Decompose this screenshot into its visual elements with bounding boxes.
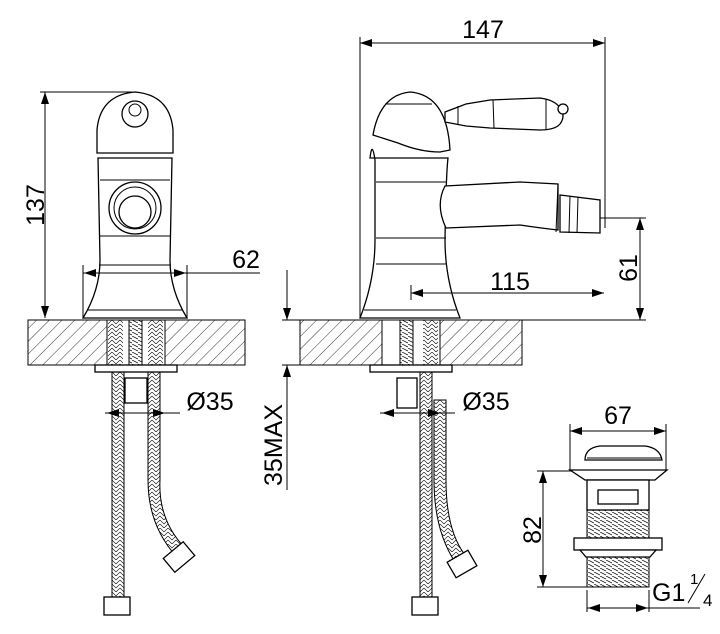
dimension-label-35max: 35MAX (260, 404, 288, 486)
dimension-label-67: 67 (604, 402, 632, 430)
dimension-label-82: 82 (519, 516, 547, 544)
faucet-front-view (81, 91, 189, 319)
countertop-left (27, 319, 246, 373)
dimension-label-147: 147 (462, 16, 504, 44)
thread-fraction-numerator: 1 (690, 571, 698, 588)
dimension-label-diameter-right: Ø35 (462, 388, 509, 416)
faucet-side-view (359, 91, 601, 319)
dimension-115: 115 (410, 268, 604, 300)
dimension-82: 82 (519, 470, 587, 588)
dimension-diameter-left: Ø35 (105, 388, 234, 417)
pop-up-drain (567, 445, 669, 588)
dimension-147: 147 (359, 16, 606, 318)
supply-hoses-right (396, 371, 478, 616)
dimension-137: 137 (22, 91, 132, 318)
thread-label: G1 (652, 579, 685, 607)
dimension-label-137: 137 (22, 184, 50, 226)
dimension-label-diameter-left: Ø35 (186, 388, 233, 416)
countertop-right (299, 319, 523, 373)
dimension-67: 67 (569, 402, 667, 470)
dimension-label-115: 115 (490, 268, 530, 296)
supply-hoses-left (103, 371, 196, 616)
dimension-diameter-right: Ø35 (380, 388, 510, 417)
dimension-thread: G1 1 4 (586, 571, 712, 612)
dimension-35max: 35MAX (260, 270, 300, 490)
dimension-61: 61 (460, 217, 646, 321)
dimension-62: 62 (82, 246, 260, 318)
dimension-label-61: 61 (615, 254, 643, 282)
thread-fraction-denominator: 4 (703, 591, 712, 610)
dimension-label-62: 62 (232, 246, 260, 274)
